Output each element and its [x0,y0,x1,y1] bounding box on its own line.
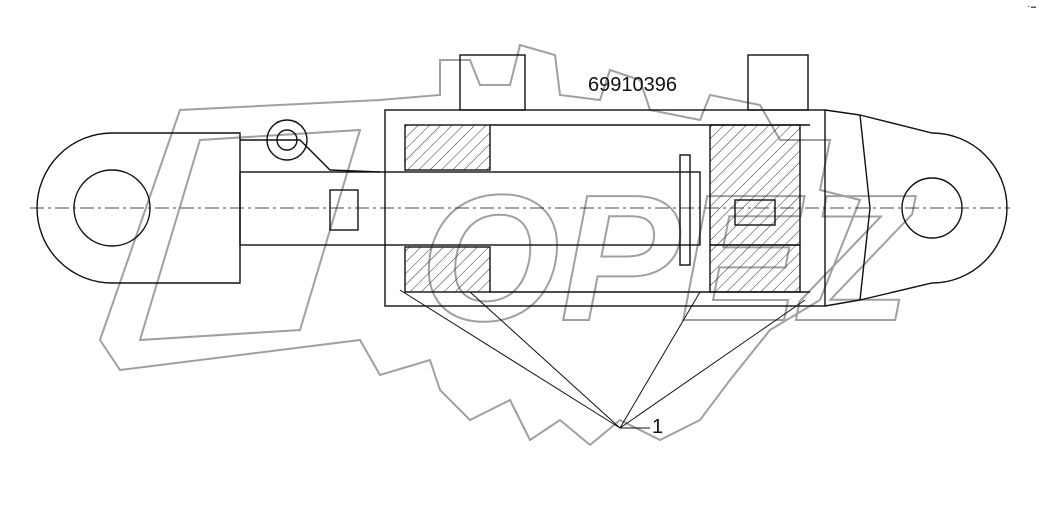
watermark-logo: OPEZ [98,43,917,447]
port-left [459,54,526,111]
left-eye [36,132,241,284]
port-right [747,54,809,111]
callout-leaders [399,289,806,429]
right-eye-bore [901,177,963,239]
callout-label-1: 1 [652,416,664,438]
barrel [384,109,826,307]
part-number-label: 69910396 [588,74,677,96]
left-eye-bore [73,169,151,247]
corner-mark: ▪ ▬ [1027,4,1036,10]
piston-rod [239,171,701,246]
cylinder [30,54,1010,429]
svg-text:OPEZ: OPEZ [420,158,916,359]
